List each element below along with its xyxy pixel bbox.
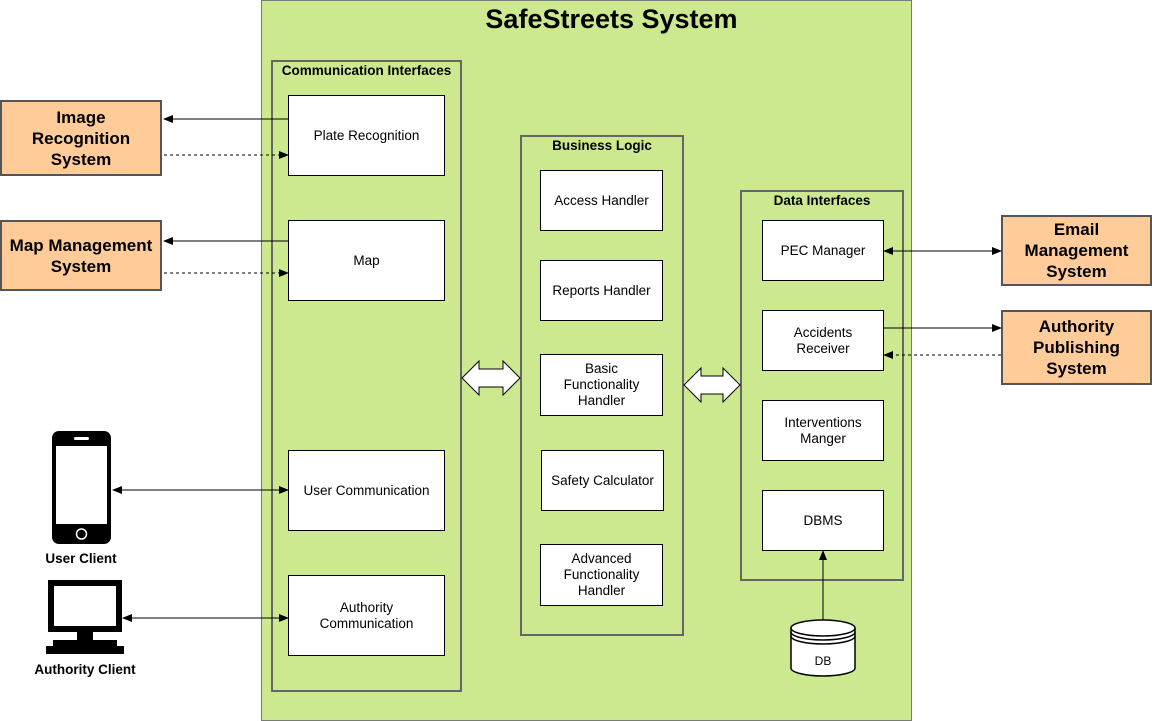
accidents-receiver-label: Accidents Receiver xyxy=(793,324,853,356)
authority-communication-component: Authority Communication xyxy=(288,575,445,656)
advanced-functionality-handler-label: Advanced Functionality Handler xyxy=(563,551,640,598)
advanced-functionality-handler-component: Advanced Functionality Handler xyxy=(540,544,663,606)
authority-publishing-system-label: Authority Publishing System xyxy=(1033,317,1120,378)
map-component: Map xyxy=(288,220,445,301)
user-communication-label: User Communication xyxy=(303,482,430,498)
pec-manager-component: PEC Manager xyxy=(762,220,884,281)
communication-business-double-arrow xyxy=(461,359,521,397)
interventions-manager-component: Interventions Manger xyxy=(762,400,884,461)
basic-functionality-handler-component: Basic Functionality Handler xyxy=(540,354,663,416)
authority-publishing-system: Authority Publishing System xyxy=(1001,310,1152,385)
reports-handler-label: Reports Handler xyxy=(552,282,651,298)
system-title: SafeStreets System xyxy=(485,4,738,34)
accidents-receiver-component: Accidents Receiver xyxy=(762,310,884,371)
interventions-manager-label: Interventions Manger xyxy=(784,414,862,446)
business-data-double-arrow xyxy=(683,366,741,404)
access-handler-label: Access Handler xyxy=(554,192,649,208)
image-recognition-system-label: Image Recognition System xyxy=(31,107,131,169)
safety-calculator-component: Safety Calculator xyxy=(541,450,664,511)
access-handler-component: Access Handler xyxy=(540,170,663,231)
reports-handler-component: Reports Handler xyxy=(540,260,663,321)
business-logic-group xyxy=(520,135,684,636)
data-interfaces-title: Data Interfaces xyxy=(773,193,871,208)
basic-functionality-handler-label: Basic Functionality Handler xyxy=(563,361,640,408)
map-label: Map xyxy=(353,252,380,268)
communication-interfaces-group xyxy=(271,60,462,692)
desktop-computer-icon xyxy=(46,580,124,654)
map-management-system: Map Management System xyxy=(0,220,162,291)
authority-communication-label: Authority Communication xyxy=(319,599,414,631)
dbms-component: DBMS xyxy=(762,490,884,551)
smartphone-icon xyxy=(52,431,111,544)
data-interfaces-group xyxy=(740,190,904,581)
plate-recognition-component: Plate Recognition xyxy=(288,95,445,176)
user-client-label: User Client xyxy=(45,551,117,566)
user-communication-component: User Communication xyxy=(288,450,445,531)
authority-client-label: Authority Client xyxy=(34,662,136,677)
plate-recognition-label: Plate Recognition xyxy=(313,127,420,143)
map-management-system-label: Map Management System xyxy=(9,235,153,276)
image-recognition-system: Image Recognition System xyxy=(0,100,162,176)
dbms-label: DBMS xyxy=(803,512,843,528)
database-cylinder-icon xyxy=(790,619,856,677)
safety-calculator-label: Safety Calculator xyxy=(551,472,654,488)
email-management-system: Email Management System xyxy=(1001,215,1152,286)
email-management-system-label: Email Management System xyxy=(1024,220,1129,281)
communication-interfaces-title: Communication Interfaces xyxy=(281,63,452,78)
pec-manager-label: PEC Manager xyxy=(780,242,866,258)
database-label: DB xyxy=(815,654,832,668)
business-logic-title: Business Logic xyxy=(552,138,652,153)
